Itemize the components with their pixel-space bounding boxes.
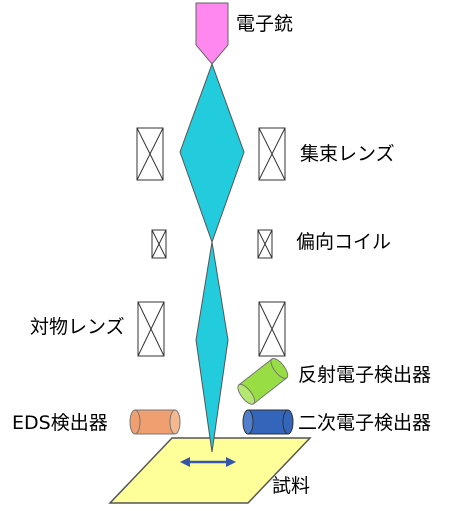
- bse-detector-label: 反射電子検出器: [298, 364, 431, 386]
- objective-lens-coil-right: [258, 301, 286, 357]
- se-detector-icon: [242, 409, 294, 435]
- electron-gun-label: 電子銃: [236, 13, 293, 35]
- deflection-coil-label: 偏向コイル: [296, 231, 391, 253]
- electron-beam: [179, 62, 245, 453]
- condenser-lens-label: 集束レンズ: [300, 143, 395, 165]
- objective-lens-coil-left: [137, 301, 165, 357]
- electron-gun-icon: [195, 2, 229, 65]
- deflection-coil-left: [151, 229, 167, 259]
- eds-detector-label: EDS検出器: [12, 412, 108, 434]
- eds-detector-icon: [129, 409, 181, 435]
- se-detector-label: 二次電子検出器: [298, 412, 431, 434]
- bse-detector-icon: [237, 358, 289, 405]
- sample-stage: [108, 437, 312, 504]
- objective-lens-label: 対物レンズ: [30, 316, 125, 338]
- deflection-coil-right: [257, 229, 273, 259]
- sample-label: 試料: [272, 475, 310, 497]
- condenser-lens-coil-left: [136, 127, 164, 181]
- condenser-lens-coil-right: [258, 127, 286, 181]
